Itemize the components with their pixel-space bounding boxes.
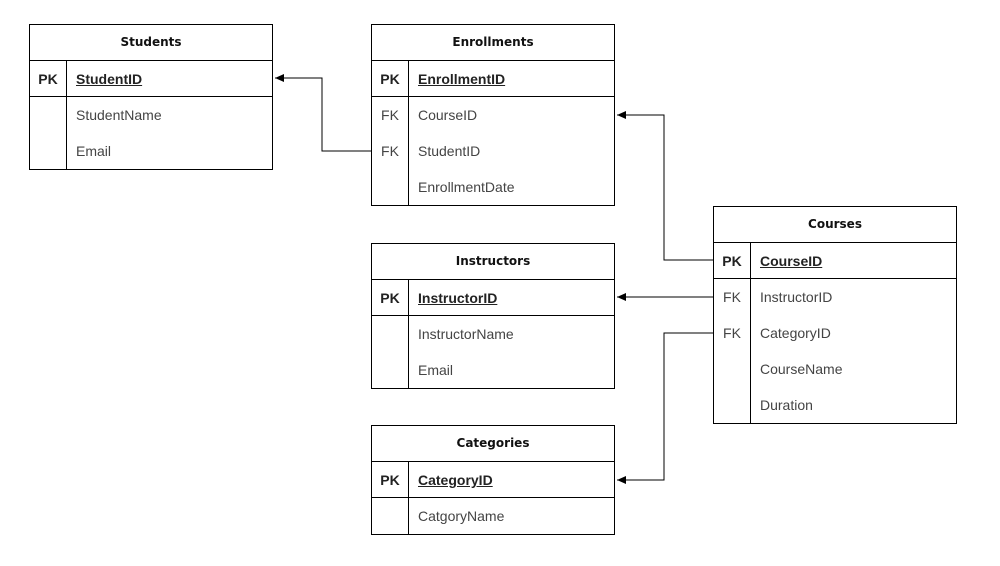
instructors-field-row[interactable]: Email xyxy=(372,352,614,388)
instructors-field-row[interactable]: InstructorName xyxy=(372,316,614,352)
students-field-row[interactable]: Email xyxy=(30,133,272,169)
field-enrollmentid: EnrollmentID xyxy=(418,71,506,87)
field-studentname: StudentName xyxy=(76,107,162,123)
pk-badge: PK xyxy=(38,71,58,87)
courses-field-row[interactable]: CourseName xyxy=(714,351,956,387)
enrollments-pk-row[interactable]: PK EnrollmentID xyxy=(372,61,614,97)
field-courseid: CourseID xyxy=(418,107,478,123)
field-courseid: CourseID xyxy=(760,253,823,269)
field-coursename: CourseName xyxy=(760,361,843,377)
field-instructorid: InstructorID xyxy=(418,290,498,306)
categories-attributes: CatgoryName xyxy=(372,498,614,534)
students-pk-row[interactable]: PK StudentID xyxy=(30,61,272,97)
pk-badge: PK xyxy=(380,472,400,488)
categories-table-title: Categories xyxy=(372,426,614,462)
fk-badge: FK xyxy=(381,143,399,159)
categories-pk-row[interactable]: PK CategoryID xyxy=(372,462,614,498)
field-email: Email xyxy=(76,143,112,159)
fk-badge: FK xyxy=(723,325,741,341)
field-duration: Duration xyxy=(760,397,813,413)
enrollments-field-row[interactable]: EnrollmentDate xyxy=(372,169,614,205)
instructors-attributes: InstructorName Email xyxy=(372,316,614,388)
courses-attributes: FK InstructorID FK CategoryID CourseName… xyxy=(714,279,956,423)
field-studentid: StudentID xyxy=(418,143,481,159)
categories-table[interactable]: Categories PK CategoryID CatgoryName xyxy=(371,425,615,535)
courses-table-title: Courses xyxy=(714,207,956,243)
courses-field-row[interactable]: FK InstructorID xyxy=(714,279,956,315)
enrollments-table-title: Enrollments xyxy=(372,25,614,61)
field-instructorid: InstructorID xyxy=(760,289,833,305)
instructors-table-title: Instructors xyxy=(372,244,614,280)
connector-course-enrollment xyxy=(617,111,714,261)
students-table[interactable]: Students PK StudentID StudentName Email xyxy=(29,24,273,170)
courses-table[interactable]: Courses PK CourseID FK InstructorID FK C… xyxy=(713,206,957,424)
enrollments-attributes: FK CourseID FK StudentID EnrollmentDate xyxy=(372,97,614,205)
courses-field-row[interactable]: FK CategoryID xyxy=(714,315,956,351)
enrollments-field-row[interactable]: FK CourseID xyxy=(372,97,614,133)
connector-course-category xyxy=(617,332,714,484)
connector-enrollment-student xyxy=(275,74,371,152)
fk-badge: FK xyxy=(381,107,399,123)
instructors-table[interactable]: Instructors PK InstructorID InstructorNa… xyxy=(371,243,615,389)
field-categoryid: CategoryID xyxy=(418,472,493,488)
courses-pk-row[interactable]: PK CourseID xyxy=(714,243,956,279)
fk-badge: FK xyxy=(723,289,741,305)
students-field-row[interactable]: StudentName xyxy=(30,97,272,133)
pk-badge: PK xyxy=(380,290,400,306)
pk-badge: PK xyxy=(380,71,400,87)
field-categoryid: CategoryID xyxy=(760,325,831,341)
field-studentid: StudentID xyxy=(76,71,143,87)
courses-field-row[interactable]: Duration xyxy=(714,387,956,423)
field-enrollmentdate: EnrollmentDate xyxy=(418,179,515,195)
field-email: Email xyxy=(418,362,454,378)
students-table-title: Students xyxy=(30,25,272,61)
students-attributes: StudentName Email xyxy=(30,97,272,169)
enrollments-field-row[interactable]: FK StudentID xyxy=(372,133,614,169)
categories-field-row[interactable]: CatgoryName xyxy=(372,498,614,534)
pk-badge: PK xyxy=(722,253,742,269)
field-instructorname: InstructorName xyxy=(418,326,514,342)
enrollments-table[interactable]: Enrollments PK EnrollmentID FK CourseID … xyxy=(371,24,615,206)
instructors-pk-row[interactable]: PK InstructorID xyxy=(372,280,614,316)
field-catgoryname: CatgoryName xyxy=(418,508,505,524)
